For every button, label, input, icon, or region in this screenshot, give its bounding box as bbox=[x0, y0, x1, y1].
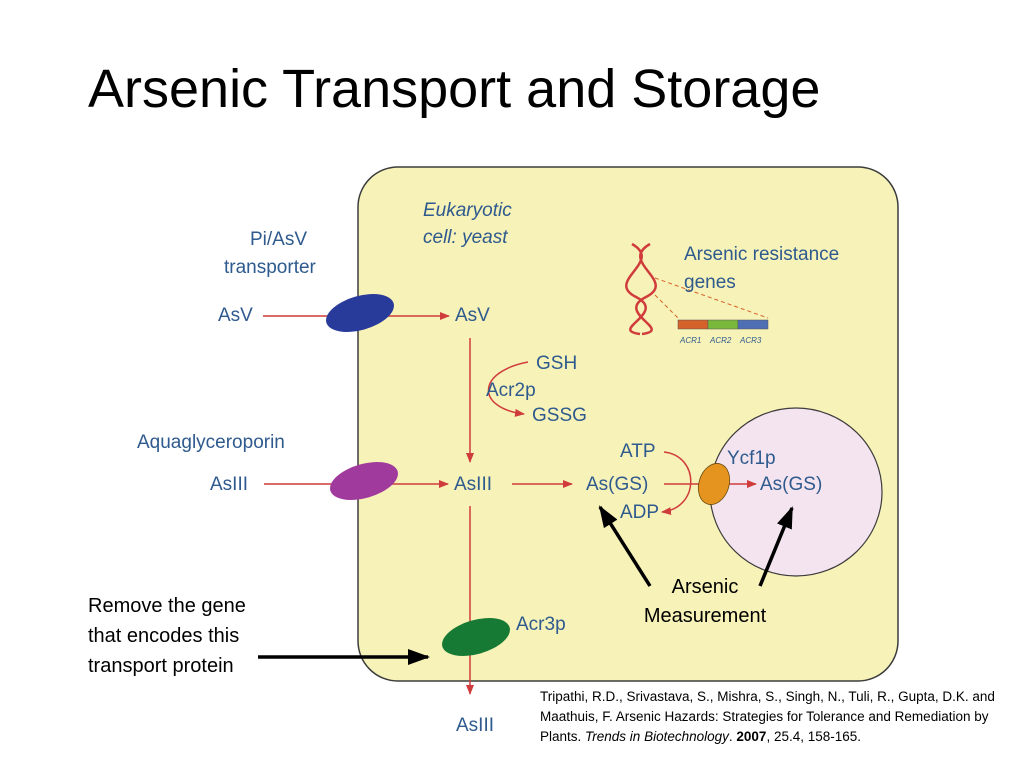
resistance-genes-label-line-2: genes bbox=[684, 272, 736, 293]
adp-label: ADP bbox=[620, 502, 659, 523]
gsh-to-gssg-arrow bbox=[487, 361, 529, 417]
aquaglyceroporin-transporter bbox=[330, 462, 398, 500]
gene-acr1-label: ACR1 bbox=[679, 336, 701, 345]
atp-label: ATP bbox=[620, 441, 656, 462]
cell-label-line-2: cell: yeast bbox=[423, 227, 508, 248]
pi-asv-transporter bbox=[326, 294, 394, 332]
asv-outside-label: AsV bbox=[218, 305, 253, 326]
acr2p-label: Acr2p bbox=[486, 380, 536, 401]
gene-acr1-bar bbox=[677, 319, 709, 330]
citation-journal: Trends in Biotechnology bbox=[585, 729, 729, 744]
ycf1p-transporter bbox=[697, 463, 731, 505]
arsenic-measurement-line-2: Measurement bbox=[643, 605, 767, 627]
slide-title: Arsenic Transport and Storage bbox=[88, 59, 821, 119]
acr3p-label: Acr3p bbox=[516, 614, 566, 635]
dna-helix-strand-2 bbox=[635, 242, 657, 336]
gene-zoom-line-2 bbox=[654, 294, 679, 319]
asiii-exported-label: AsIII bbox=[456, 715, 494, 736]
asiii-outside-label: AsIII bbox=[210, 474, 248, 495]
citation-details: , 25.4, 158-165. bbox=[766, 729, 862, 744]
citation: Tripathi, R.D., Srivastava, S., Mishra, … bbox=[540, 689, 995, 744]
pi-asv-transporter-label-line-1: Pi/AsV bbox=[250, 229, 307, 250]
aquaglyceroporin-label: Aquaglyceroporin bbox=[137, 432, 285, 453]
measurement-pointer-vacuole bbox=[758, 506, 794, 587]
gene-acr2-label: ACR2 bbox=[709, 336, 732, 345]
gssg-label: GSSG bbox=[532, 405, 587, 426]
atp-hydrolysis-arrow bbox=[661, 451, 692, 516]
as-gs-vacuole-label: As(GS) bbox=[760, 474, 822, 495]
gene-acr2-bar bbox=[707, 319, 739, 330]
gene-removal-note: Remove the gene that encodes this transp… bbox=[88, 595, 246, 677]
cell-label-line-1: Eukaryotic bbox=[423, 200, 512, 221]
resistance-genes-label-line-1: Arsenic resistance bbox=[684, 244, 839, 265]
as-gs-cytosol-label: As(GS) bbox=[586, 474, 648, 495]
asv-inside-label: AsV bbox=[455, 305, 490, 326]
gene-acr3-label: ACR3 bbox=[739, 336, 762, 345]
asiii-inside-label: AsIII bbox=[454, 474, 492, 495]
gene-zoom-line-1 bbox=[654, 277, 769, 319]
arsenic-measurement-line-1: Arsenic bbox=[671, 576, 739, 598]
citation-year: 2007 bbox=[736, 729, 767, 744]
pi-asv-transporter-label-line-2: transporter bbox=[224, 257, 317, 278]
citation-authors: Tripathi, R.D., Srivastava, S., Mishra, … bbox=[540, 689, 995, 744]
gene-acr3-bar bbox=[737, 319, 769, 330]
gsh-label: GSH bbox=[536, 353, 577, 374]
arsenic-measurement-note: Arsenic Measurement bbox=[620, 573, 790, 631]
measurement-pointer-cytosol bbox=[598, 505, 652, 587]
ycf1p-label: Ycf1p bbox=[727, 448, 776, 469]
acr3p-transporter bbox=[442, 618, 510, 656]
